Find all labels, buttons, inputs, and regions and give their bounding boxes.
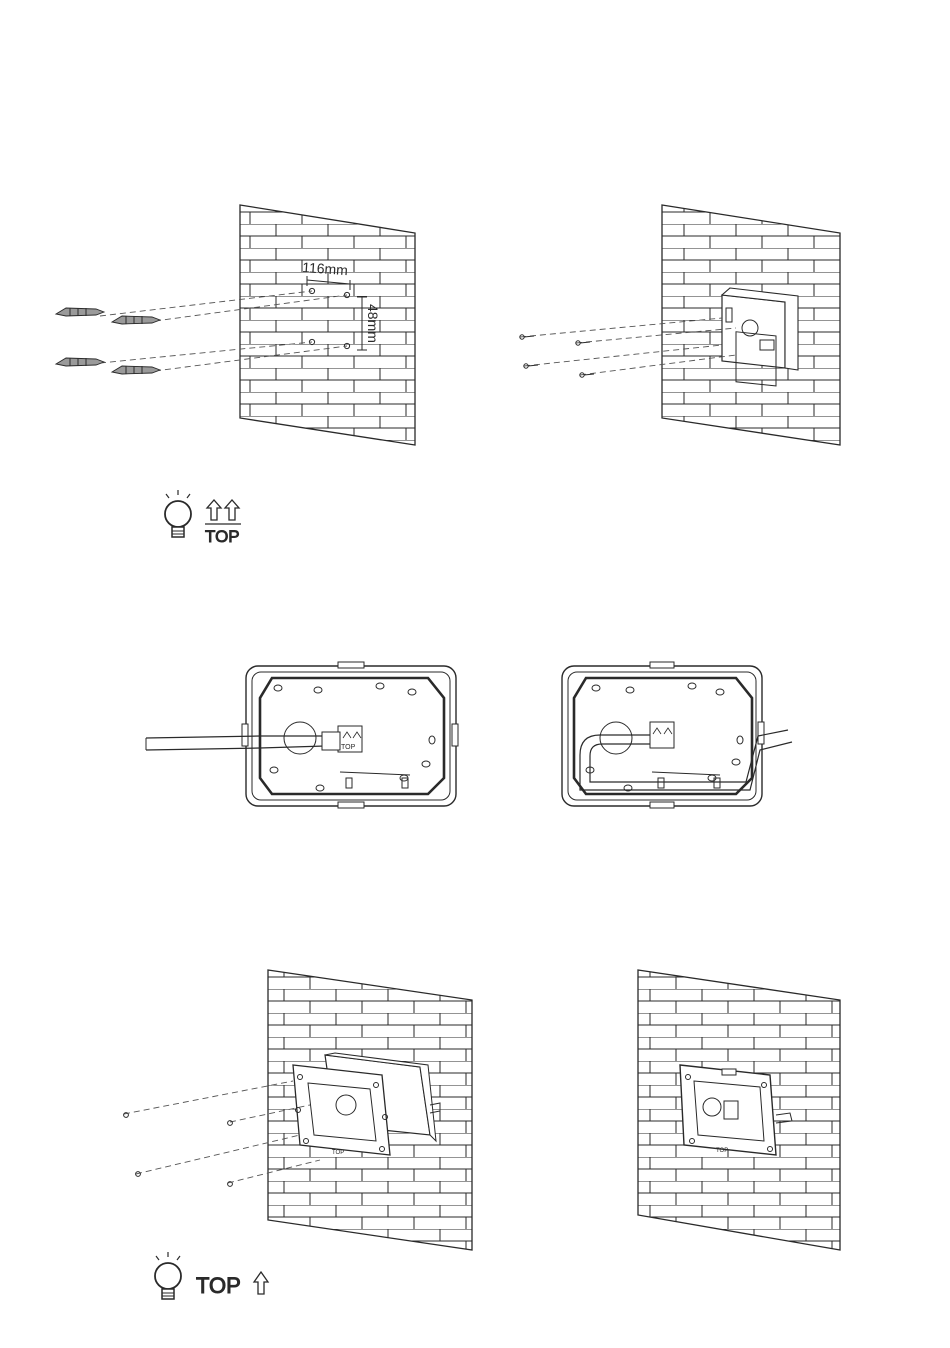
top-label: TOP: [196, 1273, 241, 1298]
lightbulb-icon: [155, 1252, 181, 1299]
tip2-top-orientation-hint: TOP: [148, 1250, 278, 1308]
up-arrow-icon: [205, 500, 241, 524]
mounting-plate: [293, 1065, 390, 1155]
top-label: TOP: [205, 527, 240, 546]
back-box-front-view: [562, 662, 764, 808]
step2-svg: [510, 200, 845, 450]
step3-cable-routing-left-diagram: TOP: [140, 660, 465, 810]
step6-plate-mounted-diagram: TOP: [632, 965, 847, 1255]
wall-anchor: [56, 308, 104, 316]
tip1-top-orientation-hint: TOP: [158, 488, 248, 548]
wall-anchor: [112, 316, 160, 324]
wall-anchor: [56, 358, 104, 366]
step1-wall-anchors-diagram: 116mm 48mm: [50, 200, 420, 450]
plate-top-label: TOP: [332, 1150, 344, 1156]
up-arrow-icon: [254, 1272, 268, 1294]
dimension-width-label: 116mm: [302, 259, 349, 278]
back-box-front-view: [242, 662, 458, 808]
plate-top-label: TOP: [716, 1148, 728, 1154]
step2-backbox-mount-diagram: [510, 200, 845, 450]
step4-cable-routing-right-diagram: [560, 660, 800, 810]
screw: [228, 1121, 233, 1126]
step1-svg: 116mm 48mm: [50, 200, 420, 450]
lightbulb-icon: [165, 490, 191, 537]
dimension-height-label: 48mm: [365, 304, 381, 343]
step5-plate-mount-diagram: TOP: [110, 965, 480, 1255]
box-top-label: TOP: [341, 744, 356, 751]
brick-wall: [240, 205, 415, 445]
wall-anchor: [112, 366, 160, 374]
